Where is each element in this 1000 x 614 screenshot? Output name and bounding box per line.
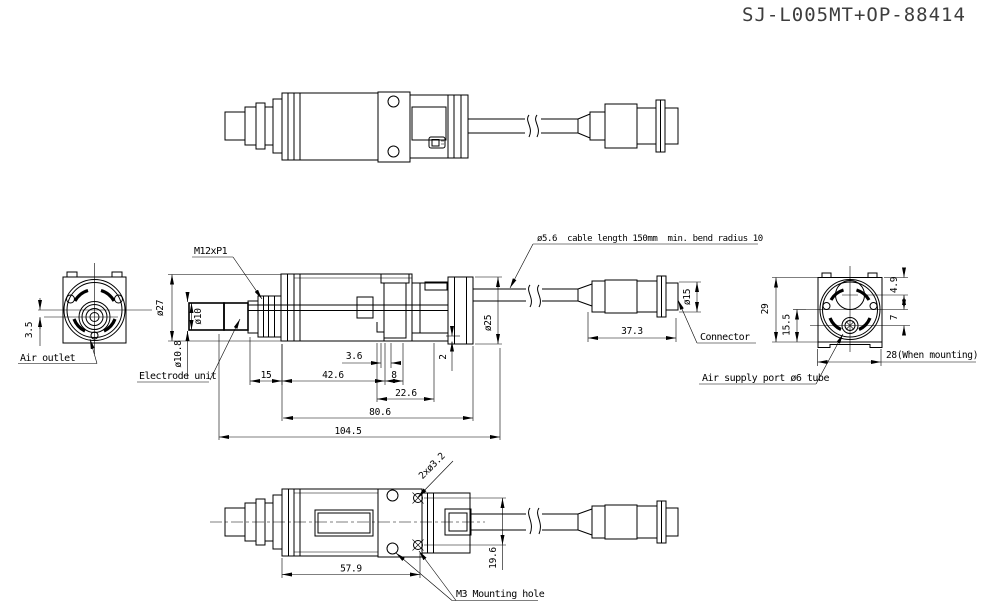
dim-plate-3-6: 3.6 bbox=[346, 351, 363, 362]
side-view-outline bbox=[188, 273, 679, 345]
rear-view-centerlines bbox=[806, 266, 910, 352]
dim-len-19-6: 19.6 bbox=[488, 547, 499, 569]
dim-connector-diameter: ø15 bbox=[682, 289, 693, 305]
front-view-dimensions: 3.5 Air outlet bbox=[18, 298, 98, 364]
label-electrode-unit: Electrode unit bbox=[139, 371, 217, 382]
dim-offset-4-9: 4.9 bbox=[889, 276, 900, 293]
side-view-dimensions: M12xP1 ø27 ø10 ø10.8 Electrode unit ø25 … bbox=[137, 234, 763, 440]
dim-len-80-6: 80.6 bbox=[369, 407, 391, 418]
drawing-title: SJ-L005MT+OP-88414 bbox=[742, 4, 966, 26]
front-view: 3.5 Air outlet bbox=[18, 263, 152, 364]
dim-connector-length: 37.3 bbox=[621, 326, 643, 337]
dim-mount-28: 28(When mounting) bbox=[886, 350, 978, 361]
bottom-view: 2xø3.2 M3 Mounting hole 57.9 19.6 bbox=[210, 451, 679, 601]
front-view-centerlines bbox=[38, 263, 152, 354]
rear-view-dimensions: 29 15.5 4.9 7 28(When mounting) Air supp… bbox=[699, 267, 978, 385]
top-view bbox=[224, 91, 679, 163]
dim-len-15: 15 bbox=[261, 370, 272, 381]
label-air-supply-port: Air supply port ø6 tube bbox=[702, 373, 829, 384]
dim-len-104-5: 104.5 bbox=[334, 426, 361, 437]
dim-body-diameter: ø27 bbox=[155, 300, 166, 316]
label-cable-note: ø5.6 cable length 150mm min. bend radius… bbox=[537, 234, 763, 244]
dim-holes-2x3-2: 2xø3.2 bbox=[417, 451, 448, 482]
rear-view: 29 15.5 4.9 7 28(When mounting) Air supp… bbox=[699, 266, 978, 385]
dim-len-8: 8 bbox=[391, 370, 397, 381]
dim-height-15-5: 15.5 bbox=[782, 314, 793, 336]
dim-height-29: 29 bbox=[760, 303, 771, 314]
dim-flange-diameter: ø25 bbox=[483, 315, 494, 331]
bottom-view-outline bbox=[224, 488, 679, 558]
side-view: M12xP1 ø27 ø10 ø10.8 Electrode unit ø25 … bbox=[137, 234, 763, 440]
dim-len-57-9: 57.9 bbox=[340, 564, 362, 575]
label-m3-mounting-hole: M3 Mounting hole bbox=[456, 589, 545, 600]
dim-len-42-6: 42.6 bbox=[322, 370, 344, 381]
label-thread: M12xP1 bbox=[194, 246, 228, 257]
dim-outlet-offset: 3.5 bbox=[24, 322, 35, 338]
dim-tip-diameter: ø10 bbox=[193, 308, 204, 325]
top-view-outline bbox=[224, 91, 679, 163]
dim-step-2: 2 bbox=[438, 354, 449, 359]
label-connector: Connector bbox=[700, 332, 750, 343]
dim-tip-diameter2: ø10.8 bbox=[173, 340, 184, 368]
label-air-outlet: Air outlet bbox=[20, 353, 76, 364]
dim-offset-7: 7 bbox=[889, 315, 900, 320]
bottom-view-dimensions: 2xø3.2 M3 Mounting hole 57.9 19.6 bbox=[281, 451, 545, 601]
dim-len-22-6: 22.6 bbox=[395, 388, 417, 399]
